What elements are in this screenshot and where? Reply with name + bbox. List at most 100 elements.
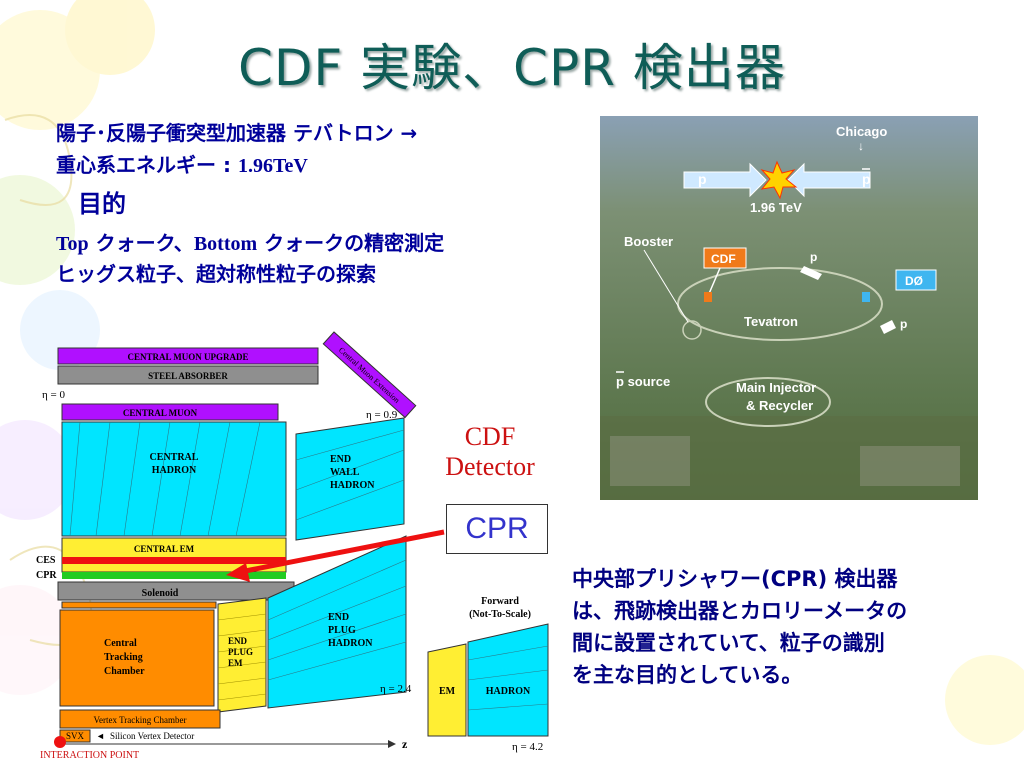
tevatron-ring [677,267,883,341]
cpr-description: 中央部プリシャワー(CPR) 検出器 は、飛跡検出器とカロリーメータの 間に設置… [572,563,992,691]
energy-value: 1.96TeV [237,155,308,177]
d0-tag [895,269,937,291]
town-block [610,436,690,486]
end-plug-em-label-3: EM [228,658,243,668]
chicago-label: Chicago [836,124,887,139]
collision-burst-icon [760,160,798,200]
tracking-label-2: Tracking [104,652,143,663]
cdf-detector-label: CDF Detector [430,422,550,482]
cdf-detector-label-line1: CDF [464,422,516,451]
intro-line-higgs: ヒッグス粒子、超対称性粒子の探索 [56,262,376,286]
town-block [860,446,960,486]
end-wall-hadron-layer [295,417,405,541]
end-plug-hadron-label-1: END [328,612,349,623]
z-axis-arrowhead [388,740,396,748]
end-plug-em-label-2: PLUG [228,647,253,657]
central-muon-layer [61,403,279,421]
purpose-heading: 目的 [78,190,126,218]
recycler-label: & Recycler [746,398,813,413]
booster-ring [682,320,702,340]
tevatron-label: Tevatron [744,314,798,329]
photo-antiproton-label: p [900,317,907,331]
end-wall-label-2: WALL [330,467,360,478]
cpr-strip [62,572,286,579]
central-muon-extension-layer [322,331,417,419]
central-muon-extension-label: Central Muon Extension [337,345,401,404]
svx-label: SVX [66,731,85,741]
chicago-arrow: ↓ [858,139,864,153]
cpr-pointer-arrow [239,529,445,575]
forward-hadron-layer [467,623,549,737]
description-line-4: を主な目的としている。 [572,663,803,687]
eta0-label: η = 0 [42,389,65,401]
ces-strip [62,557,286,564]
tracking-top-strip [61,601,217,609]
bubble-shape [0,420,75,520]
booster-label: Booster [624,234,673,249]
page-title: CDF 実験、CPR 検出器 [238,39,786,97]
vertex-tracking-label: Vertex Tracking Chamber [94,715,187,725]
forward-label-2: (Not-To-Scale) [469,609,531,620]
forward-em-layer [427,643,467,737]
end-wall-label-1: END [330,454,351,465]
intro-line-quark: Top クォーク、Bottom クォークの精密測定 [56,230,444,257]
svx-arrow: ◄ [96,731,105,741]
proton-label: p [698,171,707,187]
top-label: Top [56,233,89,255]
central-muon-upgrade-layer [57,347,319,365]
description-line-3: 間に設置されていて、粒子の識別 [572,631,885,655]
psource-label: p source [616,374,670,389]
cpr-side-label: CPR [36,570,57,581]
antiproton-beam-arrow [787,162,871,198]
z-axis-label: z [402,737,408,751]
bubble-shape [65,0,155,75]
eta24-label: η = 2.4 [380,683,412,695]
forward-hadron-label: HADRON [486,686,531,697]
cpr-callout-box: CPR [446,504,548,554]
energy-photo-label: 1.96 TeV [750,200,802,215]
bubble-shape [0,585,75,695]
photo-proton-label: p [810,250,817,264]
central-em-layer [61,537,287,573]
silicon-vertex-label: Silicon Vertex Detector [110,731,194,741]
end-plug-em-label-1: END [228,636,248,646]
central-hadron-label-2: HADRON [152,465,197,476]
forward-em-label: EM [439,686,456,697]
proton-beam-arrow [683,162,767,198]
intro-line-energy: 重心系エネルギー : 1.96TeV [56,152,308,179]
central-muon-label: CENTRAL MUON [123,408,198,418]
forward-label-1: Forward [481,596,519,607]
cdf-pointer [707,267,721,297]
end-plug-hadron-label-2: PLUG [328,625,356,636]
bubble-shape [945,655,1024,745]
central-hadron-label-1: CENTRAL [150,452,199,463]
energy-label: 重心系エネルギー : [56,153,238,177]
main-injector-ring [705,377,831,427]
antiproton-direction-arrow [880,320,896,334]
description-line-2: は、飛跡検出器とカロリーメータの [572,599,908,623]
central-hadron-layer [61,421,287,537]
end-plug-hadron-layer [267,535,407,709]
antiproton-label: p [862,171,871,187]
psource-text: source [624,374,670,389]
fermilab-aerial-photo: Chicago ↓ p p 1.96 TeV Booster CDF p DØ … [600,116,978,500]
vertex-tracking-chamber [59,709,221,729]
booster-pointer [643,249,689,323]
cpr-pointer-arrowhead [226,563,250,582]
end-plug-em-layer [217,597,267,713]
quark-text-1: クォーク、 [88,231,194,255]
ces-label: CES [36,555,56,566]
bottom-label: Bottom [193,233,258,255]
cdf-marker [704,292,712,302]
eta42-label: η = 4.2 [512,741,543,753]
end-wall-label-3: HADRON [330,480,375,491]
interaction-point-label: INTERACTION POINT [40,750,139,761]
cdf-tag-label: CDF [711,252,736,266]
cdf-detector-diagram: CENTRAL MUON UPGRADE STEEL ABSORBER η = … [36,331,549,761]
description-line-1: 中央部プリシャワー(CPR) 検出器 [572,567,898,591]
end-plug-hadron-label-3: HADRON [328,638,373,649]
tracking-label-3: Chamber [104,666,145,677]
d0-marker [862,292,870,302]
central-tracking-chamber [59,609,215,707]
central-muon-upgrade-label: CENTRAL MUON UPGRADE [127,352,248,362]
